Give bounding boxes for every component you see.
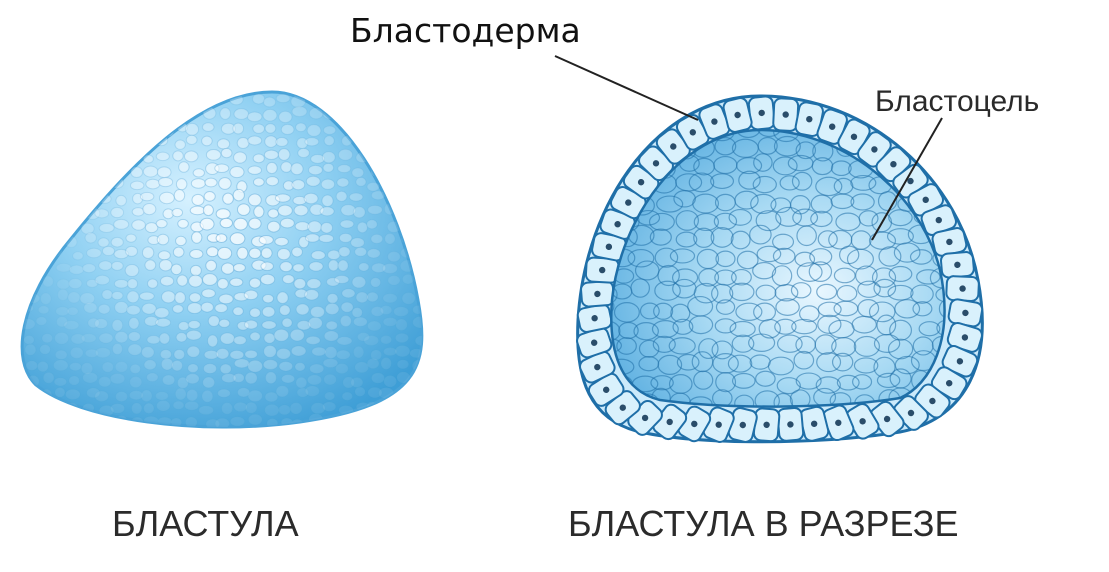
blastula-section bbox=[575, 96, 984, 444]
caption-blastula: БЛАСТУЛА bbox=[112, 506, 299, 542]
label-blastoderm: Бластодерма bbox=[350, 14, 581, 47]
blastoderm-leader-line bbox=[555, 56, 698, 120]
label-blastocoel: Бластоцель bbox=[875, 87, 1039, 117]
blastula-whole bbox=[19, 91, 431, 429]
caption-blastula-section: БЛАСТУЛА В РАЗРЕЗЕ bbox=[568, 506, 959, 542]
